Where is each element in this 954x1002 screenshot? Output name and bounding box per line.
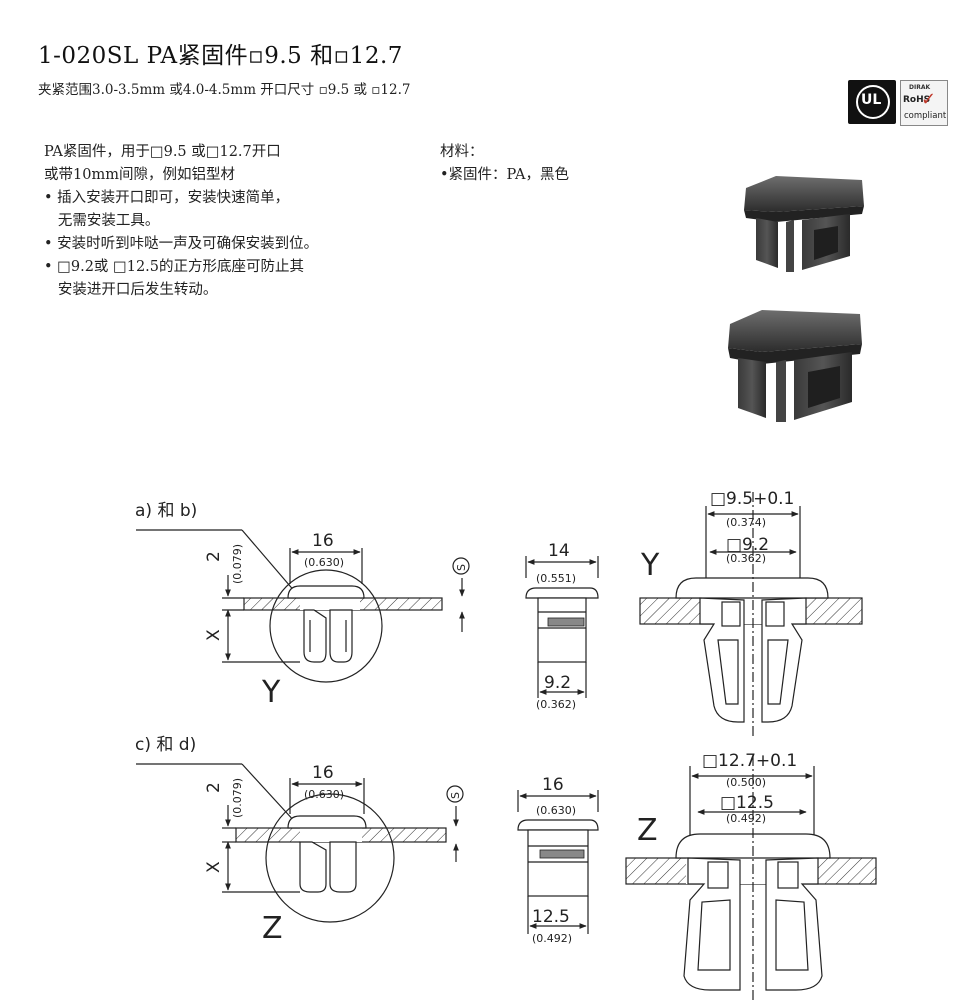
top-detail-outer: □9.5+0.1	[710, 489, 794, 509]
material-section: 材料： •紧固件：PA，黑色	[440, 141, 569, 187]
material-item: •紧固件：PA，黑色	[440, 167, 569, 183]
product-photo	[728, 176, 864, 422]
material-heading: 材料：	[440, 144, 484, 160]
top-side-width-in: (0.551)	[536, 572, 576, 585]
clip-photo-lower	[728, 310, 862, 422]
bottom-dim-width: 16	[312, 763, 334, 783]
drawing-bottom-row: c) 和 d) 16 (0.630) 2 (0.079) X S Z 16 (0…	[135, 735, 877, 1000]
page-subtitle: 夹紧范围3.0-3.5mm 或4.0-4.5mm 开口尺寸 ▫9.5 或 ▫12…	[38, 82, 411, 98]
top-dim-s: S	[455, 564, 468, 571]
bottom-side-width-in: (0.630)	[536, 804, 576, 817]
bottom-detail-inner-in: (0.492)	[726, 812, 766, 825]
bottom-dim-width-in: (0.630)	[304, 788, 344, 801]
bottom-dim-x: X	[204, 861, 224, 873]
description-line: • □9.2或 □12.5的正方形底座可防止其	[44, 259, 305, 275]
bottom-dim-height: 2	[204, 782, 224, 793]
top-detail-inner-in: (0.362)	[726, 552, 766, 565]
top-detail-letter: Y	[261, 675, 281, 710]
bottom-detail-letter: Z	[262, 911, 283, 946]
top-dim-height: 2	[204, 551, 224, 562]
bottom-detail-outer: □12.7+0.1	[702, 751, 797, 771]
description-line: PA紧固件，用于□9.5 或□12.7开口	[44, 144, 281, 160]
bottom-side-base-in: (0.492)	[532, 932, 572, 945]
bottom-dim-height-in: (0.079)	[231, 778, 244, 818]
rohs-logo: DIRAK RoHS ✓ compliant	[900, 80, 948, 126]
ul-logo: UL	[848, 80, 896, 124]
top-dim-width-in: (0.630)	[304, 556, 344, 569]
drawing-top-row: a) 和 b) 16 (0.630) 2 (0.079) X S	[135, 489, 863, 736]
top-side-width: 14	[548, 541, 570, 561]
bottom-detail-inner: □12.5	[720, 793, 774, 813]
bottom-detail-view-letter: Z	[637, 813, 658, 848]
description-line: 安装进开口后发生转动。	[44, 282, 218, 298]
bottom-detail-outer-in: (0.500)	[726, 776, 766, 789]
top-dim-x: X	[204, 629, 224, 641]
description-line: • 插入安装开口即可，安装快速简单，	[44, 190, 290, 206]
description-line: 或带10mm间隙，例如铝型材	[44, 167, 235, 183]
description-line: 无需安装工具。	[44, 213, 160, 229]
top-side-base-in: (0.362)	[536, 698, 576, 711]
clip-photo-upper	[744, 176, 864, 272]
top-dim-height-in: (0.079)	[231, 544, 244, 584]
top-dim-width: 16	[312, 531, 334, 551]
top-detail-outer-in: (0.374)	[726, 516, 766, 529]
page-title: 1-020SL PA紧固件▫9.5 和▫12.7	[38, 43, 403, 69]
ul-logo-text: UL	[861, 92, 882, 108]
bottom-variant-label: c) 和 d)	[135, 735, 196, 755]
top-side-base: 9.2	[544, 673, 571, 693]
top-detail-view-letter: Y	[640, 548, 660, 583]
bottom-dim-s: S	[449, 792, 462, 799]
description-line: • 安装时听到咔哒一声及可确保安装到位。	[44, 236, 319, 252]
top-variant-label: a) 和 b)	[135, 501, 197, 521]
product-description: PA紧固件，用于□9.5 或□12.7开口 或带10mm间隙，例如铝型材 • 插…	[44, 141, 318, 302]
bottom-side-width: 16	[542, 775, 564, 795]
bottom-side-base: 12.5	[532, 907, 570, 927]
